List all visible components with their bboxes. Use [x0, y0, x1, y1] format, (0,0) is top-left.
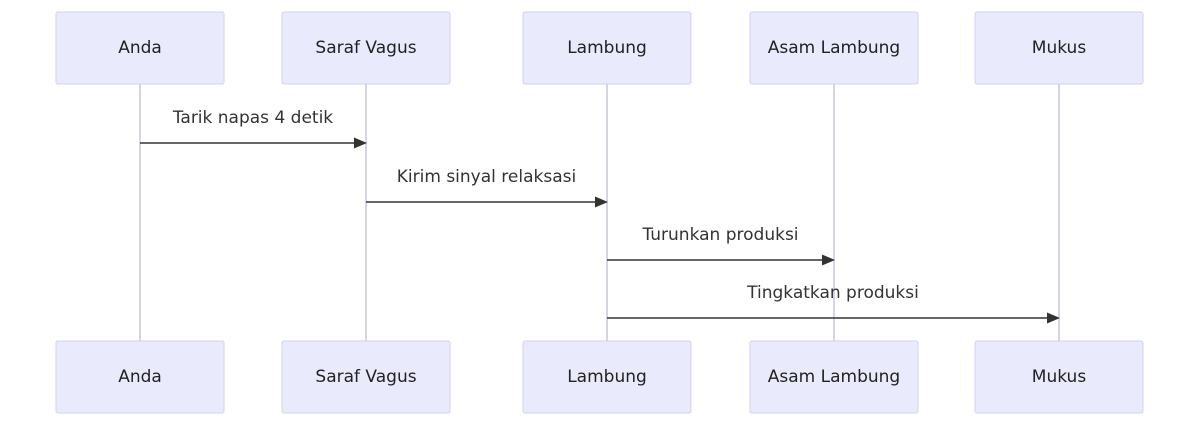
actor-label: Mukus [1032, 38, 1087, 58]
message-label: Kirim sinyal relaksasi [397, 167, 576, 187]
actor-mukus-bottom: Mukus [974, 340, 1144, 414]
message-1: Tarik napas 4 detik [140, 108, 367, 149]
arrowhead-icon [822, 254, 835, 266]
actor-saraf-vagus-top: Saraf Vagus [281, 11, 451, 85]
actor-box [522, 11, 692, 85]
actor-label: Anda [118, 38, 162, 58]
actor-box [281, 340, 451, 414]
actor-asam-lambung-bottom: Asam Lambung [749, 340, 919, 414]
actor-mukus-top: Mukus [974, 11, 1144, 85]
actor-lambung-top: Lambung [522, 11, 692, 85]
actor-label: Anda [118, 367, 162, 387]
arrowhead-icon [1047, 312, 1060, 324]
actor-label: Mukus [1032, 367, 1087, 387]
actor-label: Lambung [567, 38, 647, 58]
actor-label: Saraf Vagus [315, 367, 416, 387]
message-label: Tarik napas 4 detik [172, 108, 333, 128]
arrowhead-icon [595, 196, 608, 208]
actor-asam-lambung-top: Asam Lambung [749, 11, 919, 85]
actor-box [974, 340, 1144, 414]
actor-box [281, 11, 451, 85]
actor-box [55, 340, 225, 414]
actor-box [55, 11, 225, 85]
actor-box [522, 340, 692, 414]
message-label: Turunkan produksi [641, 225, 798, 245]
message-2: Kirim sinyal relaksasi [366, 167, 608, 208]
actor-anda-top: Anda [55, 11, 225, 85]
actor-label: Lambung [567, 367, 647, 387]
actor-box [749, 340, 919, 414]
message-4: Tingkatkan produksi [607, 283, 1060, 324]
actor-lambung-bottom: Lambung [522, 340, 692, 414]
actor-label: Asam Lambung [768, 367, 900, 387]
actor-label: Asam Lambung [768, 38, 900, 58]
actor-box [974, 11, 1144, 85]
actor-anda-bottom: Anda [55, 340, 225, 414]
actor-saraf-vagus-bottom: Saraf Vagus [281, 340, 451, 414]
actor-label: Saraf Vagus [315, 38, 416, 58]
message-label: Tingkatkan produksi [746, 283, 919, 303]
lifelines [139, 84, 1060, 341]
message-3: Turunkan produksi [607, 225, 835, 266]
actor-box [749, 11, 919, 85]
arrowhead-icon [354, 137, 367, 149]
